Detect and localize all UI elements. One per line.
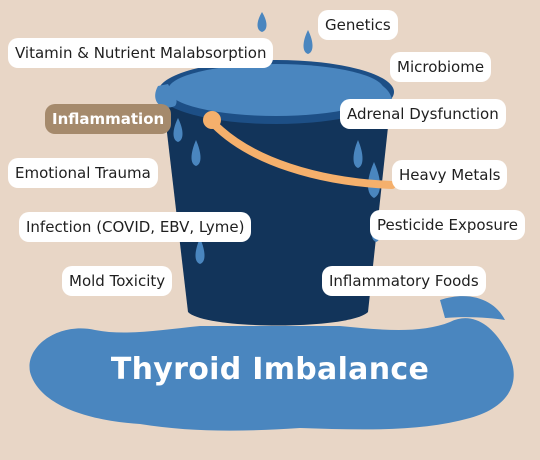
label-mold-toxicity: Mold Toxicity [62, 266, 173, 296]
label-inflammatory-foods: Inflammatory Foods [322, 266, 486, 296]
label-infection: Infection (COVID, EBV, Lyme) [19, 212, 252, 242]
label-emotional-trauma: Emotional Trauma [8, 158, 158, 188]
bucket-handle [208, 118, 396, 189]
diagram-title: Thyroid Imbalance [110, 352, 430, 387]
drip [257, 12, 267, 32]
drip [353, 140, 363, 168]
water-puddle [29, 318, 514, 431]
label-adrenal-dysfunction: Adrenal Dysfunction [340, 99, 506, 129]
handle-rivet [203, 111, 221, 129]
label-genetics: Genetics [318, 10, 398, 40]
label-heavy-metals: Heavy Metals [392, 160, 508, 190]
overflow-water-left [155, 84, 177, 108]
label-pesticide-exposure: Pesticide Exposure [370, 210, 525, 240]
drip [303, 30, 313, 54]
drip [195, 238, 205, 264]
bucket-water [168, 64, 384, 116]
label-microbiome: Microbiome [390, 52, 492, 82]
drip [191, 140, 201, 166]
drip [173, 118, 183, 142]
label-inflammation: Inflammation [45, 104, 172, 134]
water-puddle-edge [440, 296, 505, 320]
label-vitamin-nutrient-malabsorption: Vitamin & Nutrient Malabsorption [8, 38, 274, 68]
